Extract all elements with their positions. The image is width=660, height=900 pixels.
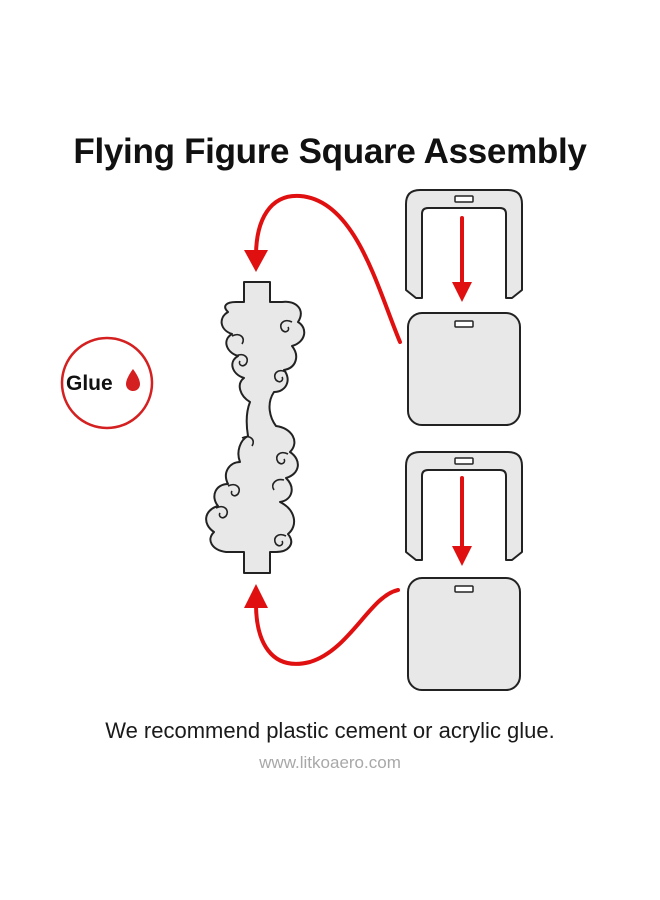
arrowhead-stand-bottom	[244, 584, 268, 608]
top-clip-outline	[405, 189, 523, 299]
top-square-slot	[454, 320, 474, 328]
website-url: www.litkoaero.com	[259, 753, 401, 772]
glue-recommendation: We recommend plastic cement or acrylic g…	[105, 718, 555, 743]
stand-swirl	[215, 505, 229, 519]
arrow-bottom-square-to-stand	[254, 588, 400, 666]
assembly-arrows	[244, 193, 472, 666]
top-clip-slot	[454, 195, 474, 203]
arrowhead-top-clip	[452, 282, 472, 302]
top-clip	[405, 189, 523, 299]
stand-swirl	[235, 353, 249, 367]
flying-figure-stand	[205, 281, 306, 574]
glue-badge-ring	[60, 336, 154, 430]
arrowhead-bottom-clip	[452, 546, 472, 566]
stand-swirl	[227, 483, 241, 497]
bottom-clip	[405, 451, 523, 561]
arrowhead-stand-top	[244, 250, 268, 272]
stand-swirl	[241, 435, 255, 447]
bottom-square-slot	[454, 585, 474, 593]
bottom-clip-slot	[454, 457, 474, 465]
bottom-square	[407, 577, 521, 691]
stand-swirl	[273, 369, 287, 383]
stand-swirl	[275, 451, 289, 465]
stand-swirl	[231, 333, 245, 345]
stand-swirl	[273, 533, 287, 547]
glue-drop-icon	[126, 369, 140, 391]
arrow-top-square-to-stand	[254, 193, 402, 344]
bottom-square-body	[407, 577, 521, 691]
glue-label: Glue	[66, 372, 113, 395]
glue-badge: Glue	[60, 336, 154, 430]
stand-swirl	[279, 319, 293, 333]
top-square	[407, 312, 521, 426]
bottom-clip-outline	[405, 451, 523, 561]
stand-swirl	[271, 478, 285, 491]
stand-body	[205, 281, 306, 574]
diagram-title: Flying Figure Square Assembly	[73, 132, 587, 171]
top-square-body	[407, 312, 521, 426]
